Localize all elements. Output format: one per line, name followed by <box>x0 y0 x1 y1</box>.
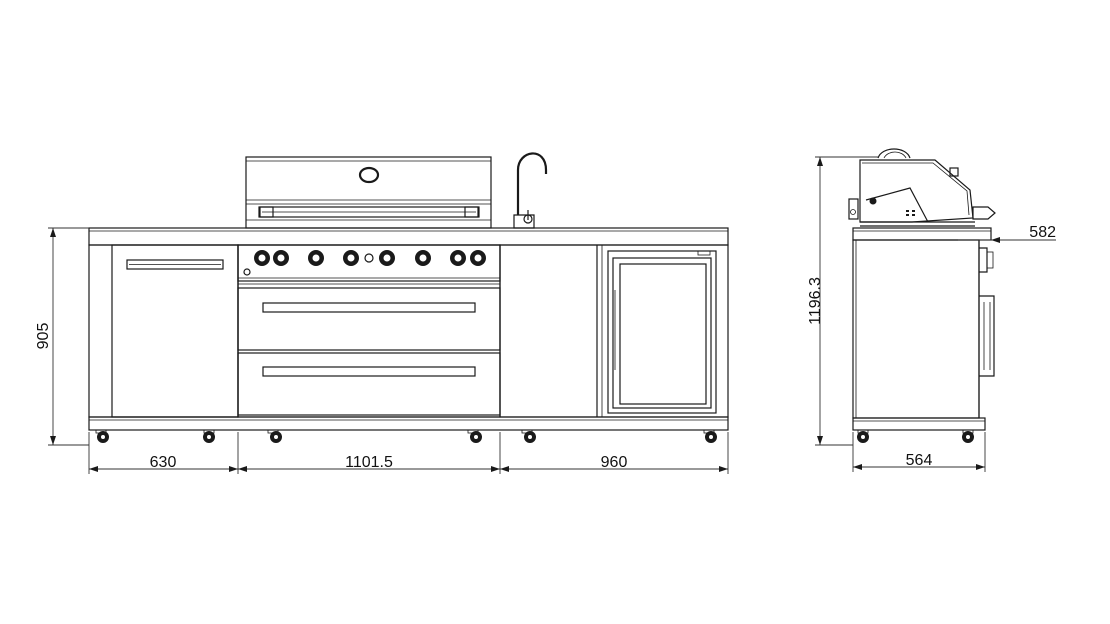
side-dimensions: 1196.3 582 564 <box>807 156 1056 472</box>
side-plinth <box>852 417 986 431</box>
side-view <box>848 148 996 443</box>
dim-label-582: 582 <box>1029 224 1056 241</box>
right-cabinet <box>499 244 729 418</box>
fridge-door <box>607 250 717 414</box>
side-knob-profile <box>979 247 988 273</box>
dim-label-1101-5: 1101.5 <box>345 454 393 471</box>
front-view <box>88 152 729 443</box>
dim-label-564: 564 <box>906 452 933 469</box>
front-dimensions: 905 630 1101.5 960 <box>35 227 729 474</box>
lower-drawer-handle <box>262 366 476 377</box>
left-cabinet <box>88 244 239 418</box>
side-drawer-handle-profile <box>979 295 995 377</box>
fridge-glass <box>619 263 707 405</box>
side-vent-slots <box>906 210 915 216</box>
plinth <box>88 416 729 431</box>
grill-hood <box>245 156 492 229</box>
hood-handle <box>258 206 480 218</box>
dim-side-depth-base: 564 <box>852 432 986 472</box>
left-door-handle <box>126 259 224 270</box>
dim-side-height: 1196.3 <box>807 156 878 446</box>
sink-faucet <box>513 152 548 229</box>
dim-label-630: 630 <box>150 454 177 471</box>
grill-cabinet <box>237 244 501 418</box>
dim-front-height: 905 <box>35 227 89 446</box>
upper-drawer <box>237 287 501 351</box>
control-knobs <box>243 250 486 276</box>
hood-thermometer <box>358 166 380 184</box>
casters <box>95 429 717 443</box>
side-hood <box>848 148 996 227</box>
side-hood-handle <box>972 206 996 220</box>
left-cabinet-door <box>111 244 239 418</box>
side-cabinet <box>852 239 995 419</box>
dim-label-905: 905 <box>35 323 52 350</box>
dim-label-960: 960 <box>601 454 628 471</box>
dim-side-depth-top: 582 <box>958 224 1056 243</box>
lower-drawer <box>237 352 501 416</box>
side-casters <box>857 429 974 443</box>
dim-label-1196-3: 1196.3 <box>807 277 824 325</box>
countertop <box>88 227 729 246</box>
side-countertop <box>852 227 992 241</box>
upper-drawer-handle <box>262 302 476 313</box>
